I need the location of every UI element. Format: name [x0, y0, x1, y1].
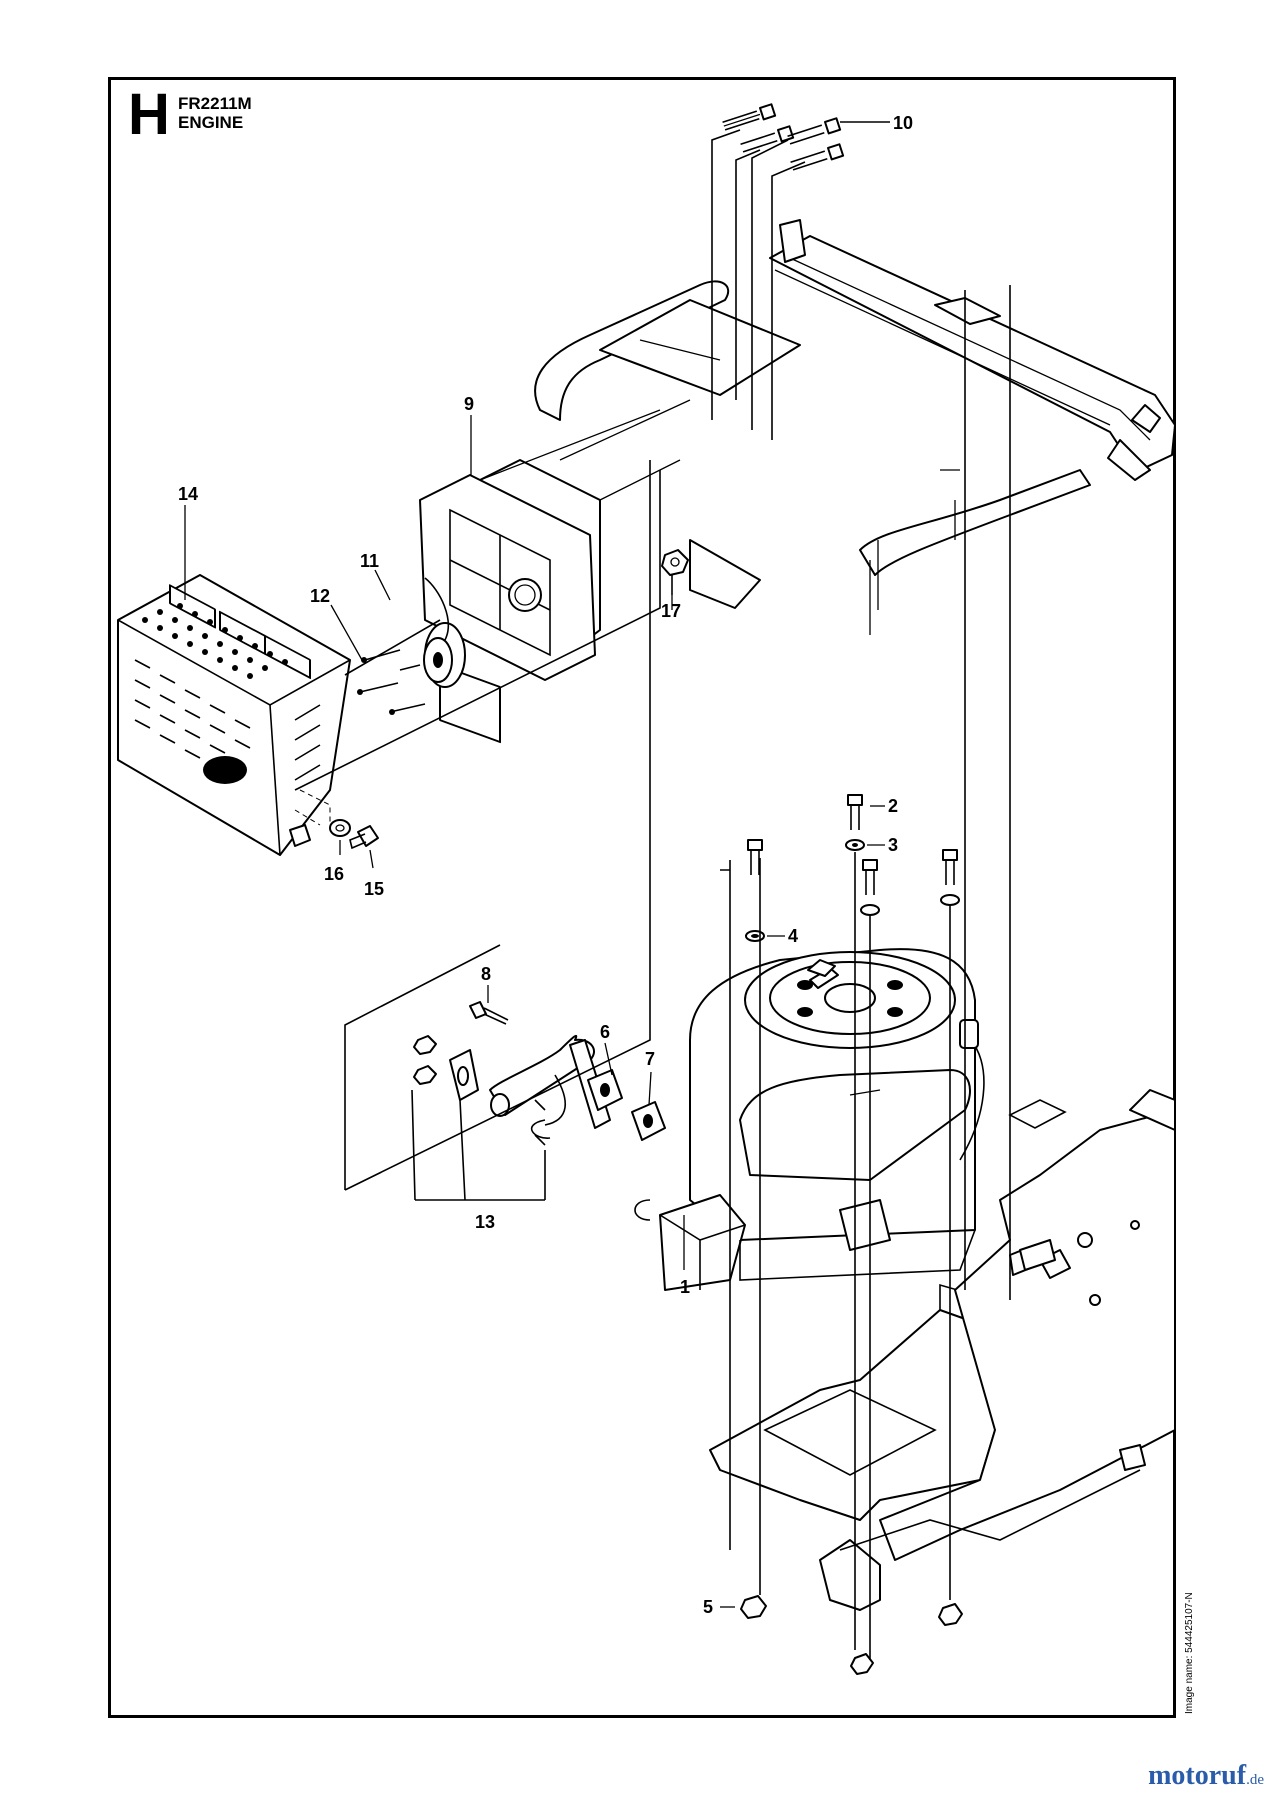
screw-12-group — [357, 649, 426, 715]
fuel-hose — [534, 280, 1091, 576]
upper-bracket — [599, 219, 806, 609]
callout-7: 7 — [645, 1049, 655, 1069]
callout-10: 10 — [893, 113, 913, 133]
callout-14: 14 — [178, 484, 198, 504]
diagram-frame — [108, 77, 1176, 1718]
leader-lines — [294, 285, 1011, 1660]
bolt-10-group — [711, 103, 890, 440]
callout-9: 9 — [464, 394, 474, 414]
diagram-title: ENGINE — [178, 113, 244, 132]
engine-block — [634, 948, 985, 1291]
bolt-engine-left — [747, 839, 763, 875]
air-filter-element — [423, 622, 466, 688]
air-filter-housing — [419, 399, 691, 744]
callout-15: 15 — [364, 879, 384, 899]
section-letter: H — [128, 82, 170, 147]
callout-13: 13 — [475, 1212, 495, 1232]
nuts-13 — [413, 1035, 546, 1146]
washer-3 — [845, 839, 865, 851]
cover-side-slots — [134, 659, 321, 781]
brand-tld: .de — [1246, 1772, 1264, 1788]
callout-3: 3 — [888, 835, 898, 855]
gasket-6 — [587, 1069, 623, 1111]
brand-name: motoruf — [1148, 1760, 1247, 1791]
callout-12: 12 — [310, 586, 330, 606]
washer-4 — [745, 930, 765, 942]
bolt-engine-right — [940, 849, 960, 906]
screw-15 — [349, 825, 379, 850]
callout-1: 1 — [680, 1277, 690, 1297]
nut-5 — [740, 1595, 767, 1619]
frame-rail — [769, 235, 1176, 481]
callout-leaders — [184, 415, 885, 1608]
nut-lower-mid — [850, 1653, 874, 1675]
washer-16 — [329, 819, 351, 837]
brand-logo: motoruf.de — [1148, 1760, 1264, 1792]
gasket-7 — [631, 1101, 666, 1141]
bolt-engine-mid — [860, 859, 880, 916]
callout-5: 5 — [703, 1597, 713, 1617]
callout-17: 17 — [661, 601, 681, 621]
callout-11: 11 — [360, 551, 379, 571]
callout-2: 2 — [888, 796, 898, 816]
bolt-8 — [469, 1001, 509, 1025]
nut-lower-right — [938, 1603, 963, 1626]
model-number: FR2211M — [178, 94, 252, 113]
engine-mounting-plate — [709, 1089, 1176, 1611]
exhaust-clamp — [449, 1049, 479, 1101]
callout-4: 4 — [788, 926, 798, 946]
cover-vent-holes — [142, 603, 288, 679]
callout-8: 8 — [481, 964, 491, 984]
callout-16: 16 — [324, 864, 344, 884]
nut-17 — [661, 549, 689, 576]
bolt-2 — [847, 794, 863, 830]
engine-cover — [117, 574, 351, 856]
callout-6: 6 — [600, 1022, 610, 1042]
